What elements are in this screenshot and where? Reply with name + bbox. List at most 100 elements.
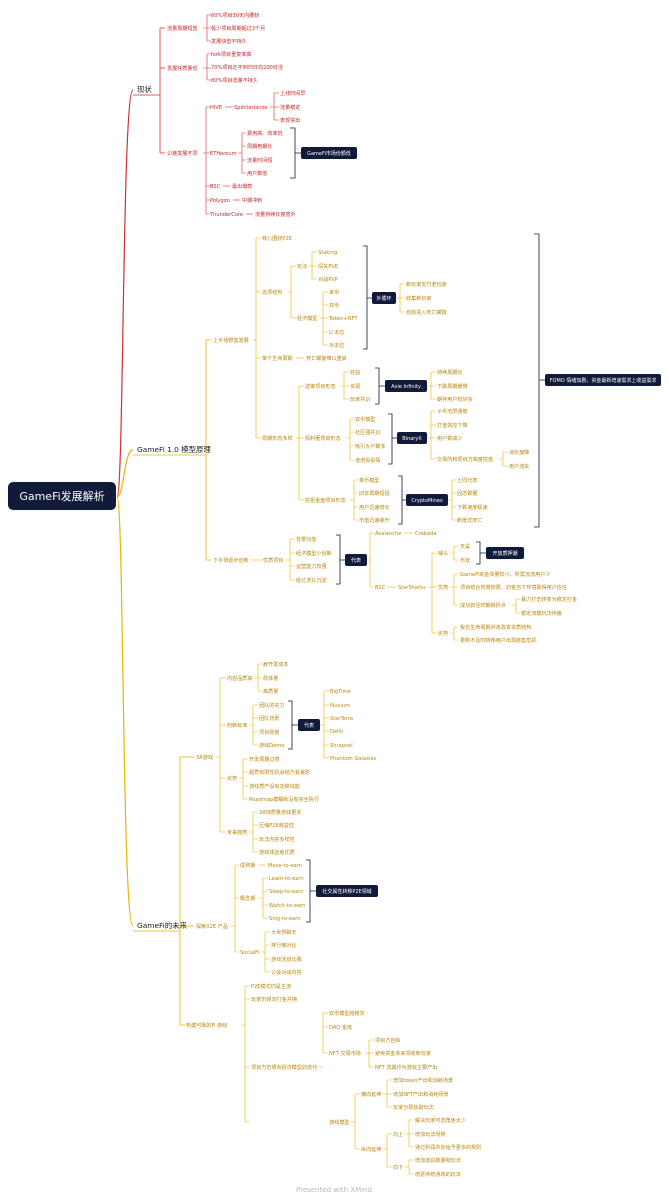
node-label: 流量持续长度意外 <box>255 211 296 218</box>
node-label: 游戏体验者优质 <box>259 849 295 856</box>
node-label: 下跌周期缓慢 <box>437 383 468 390</box>
node-label: 探索X2E 产品 <box>196 923 228 930</box>
node-label: 解决玩家可选角色太少 <box>415 1117 466 1124</box>
node-label: 新玩家支付老玩家 <box>406 281 447 288</box>
node-label: 玩家共识 <box>350 396 370 403</box>
node-label: 玩家分层获取玩法 <box>393 1104 434 1111</box>
root-label: GameFi发展解析 <box>19 489 104 503</box>
box-cryptomines: CryptoMines <box>411 498 443 504</box>
status-sub-short-cycle: 流量周期短暂 <box>167 25 198 32</box>
node-label: 单个生命周期 <box>262 355 293 362</box>
node-label: 项目结合背景权限、旧金当下环境取得用户信任 <box>460 584 567 591</box>
node-label: 经济模型小创新 <box>296 550 332 557</box>
node-label: NFT 流属作为游戏主要产出 <box>375 1064 437 1071</box>
first-half-label: 上半场野蛮发展 <box>213 337 249 344</box>
node-label: 未来趋势 <box>227 829 247 836</box>
node-label: 吸引大户聚多 <box>355 443 386 450</box>
node-label: 子币无限通胀 <box>437 408 468 415</box>
node-label: 玩家仍倾向打金并拥 <box>251 996 297 1003</box>
box-open-staking: 开放质押潮 <box>492 550 517 557</box>
box-outer-loop: 外循环 <box>376 295 391 302</box>
node-label: 70%项目达不到归日均200日活 <box>211 64 283 71</box>
node-label: 游戏活动比赛 <box>271 956 302 963</box>
node-label: 板长生命周期并未改变本质结构 <box>460 624 531 631</box>
node-label: BigTime <box>330 689 351 695</box>
node-label: 单币 <box>329 289 339 296</box>
node-label: 优势 <box>438 584 448 591</box>
node-label: Illuvium <box>330 703 350 709</box>
node-label: Splinterlands <box>234 105 268 111</box>
chain-hive: HIVE <box>210 105 222 111</box>
node-label: 消价旋降 <box>509 449 529 456</box>
node-label: GameFi资金体量较小、所需流流用户少 <box>460 571 550 578</box>
branch-status: 现状 流量周期短暂 60%项目30天内腰斩 极少项目周期超过3个月 发展快但不持… <box>133 12 357 218</box>
node-label: 发展快但不持久 <box>211 38 247 45</box>
node-label: 通过利润共向给予更多的规则 <box>415 1144 481 1151</box>
status-sub-low-quality: 发展快质量低 <box>167 65 198 72</box>
node-label: 双币 <box>329 302 339 309</box>
node-label: 团队背景 <box>259 715 279 722</box>
node-label: 经过洗礼沉淀 <box>296 577 327 584</box>
node-label: 双币模型趋稳定 <box>329 1010 365 1017</box>
node-label: 币本位 <box>329 342 344 349</box>
node-label: 增加NFT产出和消耗场景 <box>393 1091 449 1098</box>
node-label: 增加道具数量和玩法 <box>415 1157 461 1164</box>
node-label: 表现突出 <box>280 117 300 124</box>
node-label: Avalanche <box>375 531 401 537</box>
node-label: 大世界聊天 <box>271 929 296 936</box>
node-label: 公会对战内容 <box>271 969 302 976</box>
node-label: 固态数据 <box>457 490 477 497</box>
node-label: 交易所和项目方高度控盘 <box>437 456 493 463</box>
node-label: 对战PVP <box>318 276 338 283</box>
node-label: Phantom Galaxies <box>330 756 377 762</box>
node-label: 横向延伸 <box>361 1091 381 1098</box>
node-label: Staking <box>318 250 337 256</box>
node-label: 游戏Demo <box>259 742 284 749</box>
node-label: StarTerra <box>330 716 353 722</box>
node-label: 玩法 <box>297 263 307 270</box>
gamefi1-label: GameFi 1.0 模型原理 <box>137 445 211 454</box>
node-label: fork项目重复率高 <box>211 51 252 58</box>
node-label: 游戏质产没有定缆线能 <box>249 783 300 790</box>
node-label: 自前进入死亡螺旋 <box>406 309 447 316</box>
node-label: 上线时间早 <box>280 90 305 97</box>
node-label: 3A地质量游戏更多 <box>259 809 301 816</box>
node-label: 劣势 <box>438 630 448 637</box>
node-label: 单币模型 <box>359 477 379 484</box>
node-label: Polygon <box>210 198 230 204</box>
node-label: BSC <box>375 585 386 591</box>
node-label: Move-to-earn <box>268 863 302 869</box>
footer-watermark: Presented with XMind <box>296 1186 372 1194</box>
future-label: GameFi的未来 <box>137 921 188 930</box>
node-label: 逆策项目形态 <box>305 383 336 390</box>
node-label: 压缩P2E收益性 <box>259 822 294 829</box>
node-label: 暴力打击转变为稳定打金 <box>521 596 577 603</box>
node-label: 流量时间短 <box>247 157 272 164</box>
branch-future: GameFi的未来 3A游戏 内容品质高 雇开发成本 局体量 高质量 判断标准 … <box>133 661 481 1178</box>
node-label: 开发周期过慢 <box>249 756 280 763</box>
node-label: 用户迅速增长 <box>359 504 390 511</box>
node-label: DAO 金库 <box>329 1024 352 1031</box>
root-node[interactable]: GameFi发展解析 <box>8 89 134 927</box>
node-label: 背景功能 <box>296 536 316 543</box>
node-label: 增加玩法场景 <box>415 1131 446 1138</box>
node-label: 周期形态多样 <box>262 435 293 442</box>
node-label: 逃项结构 <box>262 289 282 296</box>
box-binaryx: BinaryX <box>402 436 422 442</box>
node-label: 避免资金未来领收新玩家 <box>375 1050 431 1057</box>
node-label: BSC <box>210 184 221 190</box>
node-label: 断崖式死亡 <box>457 517 482 524</box>
node-label: 高质量 <box>263 688 278 695</box>
node-label: 币安 <box>460 557 470 564</box>
node-label: 向下 <box>393 1164 403 1171</box>
node-label: 天鲨 <box>460 543 470 550</box>
node-label: Crabada <box>415 531 436 537</box>
box-low-share: GameFi市场份额低 <box>307 150 351 157</box>
node-label: 团队的实力 <box>259 702 284 709</box>
node-label: Learn-to-earn <box>269 876 304 882</box>
node-label: 经济模型 <box>297 315 317 322</box>
node-label: 稳定流模玩法传播 <box>521 610 562 617</box>
node-label: Shrapnel <box>330 743 353 749</box>
node-label: 成熟期 <box>240 862 255 869</box>
